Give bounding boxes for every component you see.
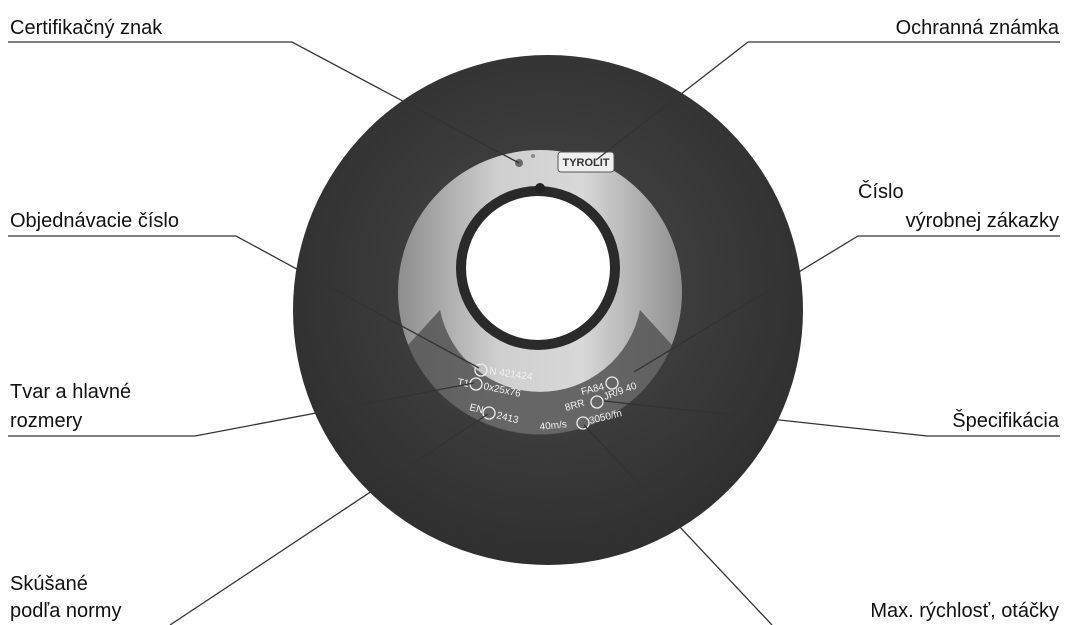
label-production-order-line2: výrobnej zákazky: [906, 207, 1059, 235]
label-tested-standard-line2: podľa normy: [10, 597, 121, 625]
label-shape-dimensions-line1: Tvar a hlavné: [10, 378, 131, 406]
label-specification: Špecifikácia: [952, 407, 1059, 435]
registered-mark-dot: [531, 154, 535, 158]
label-production-order-line1: Číslo: [858, 178, 904, 206]
bore-notch: [535, 183, 545, 193]
label-max-speed: Max. rýchlosť, otáčky: [870, 597, 1059, 625]
wheel-bore: [466, 196, 610, 340]
label-trademark: Ochranná známka: [896, 14, 1059, 42]
label-certification-mark: Certifikačný znak: [10, 14, 162, 42]
label-tested-standard-line1: Skúšané: [10, 570, 88, 598]
label-order-number: Objednávacie číslo: [10, 207, 179, 235]
brand-logo-text: TYROLIT: [562, 157, 609, 169]
label-shape-dimensions-line2: rozmery: [10, 407, 82, 435]
